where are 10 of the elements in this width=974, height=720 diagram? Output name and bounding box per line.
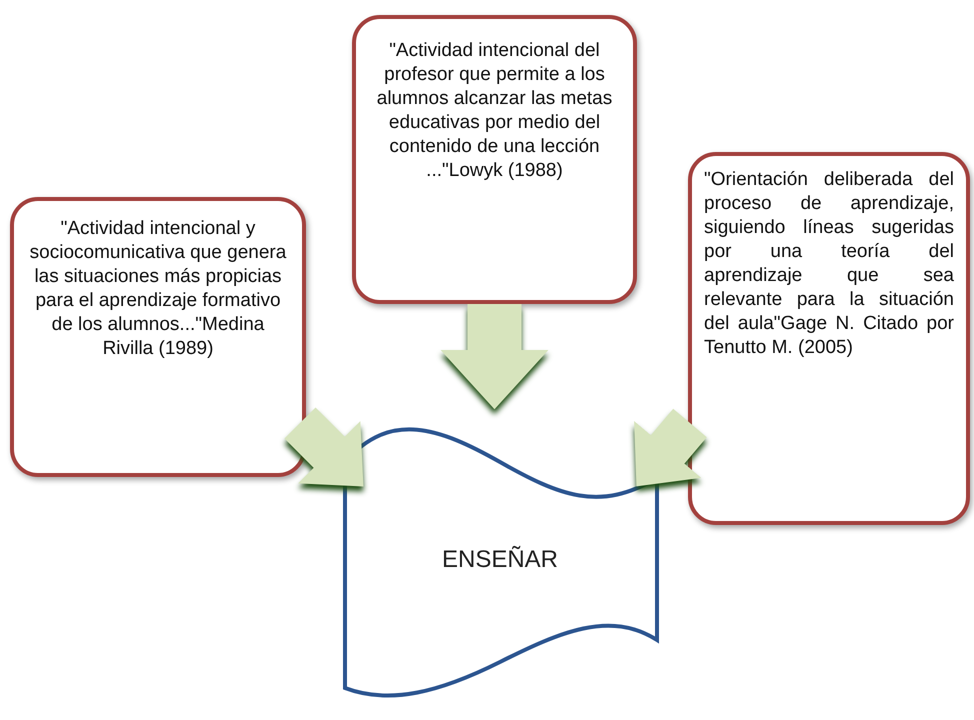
block-arrow (634, 408, 707, 486)
block-arrow (440, 304, 548, 410)
quote-text: "Actividad intencional y sociocomunicativa que genera las situaciones más propicias para el aprendizaje formativo de los alumnos..."Medina Rivilla (1989) (28, 217, 288, 361)
banner-label: ENSEÑAR (442, 544, 558, 575)
quote-text: "Actividad intencional del profesor que permite a los alumnos alcanzar las metas educativas por medio del contenido de una lección ..."Lowyk (1988) (376, 39, 614, 183)
quote-text: "Orientación deliberada del proceso de aprendizaje, siguiendo líneas sugeridas por una teoría del aprendizaje que sea relevante para la situación del aula"Gage N. Citado por Tenutto M. (2005) (704, 168, 954, 360)
quote-box (688, 152, 970, 525)
quote-box (352, 15, 637, 304)
quote-box (10, 197, 306, 477)
block-arrow (284, 407, 364, 486)
